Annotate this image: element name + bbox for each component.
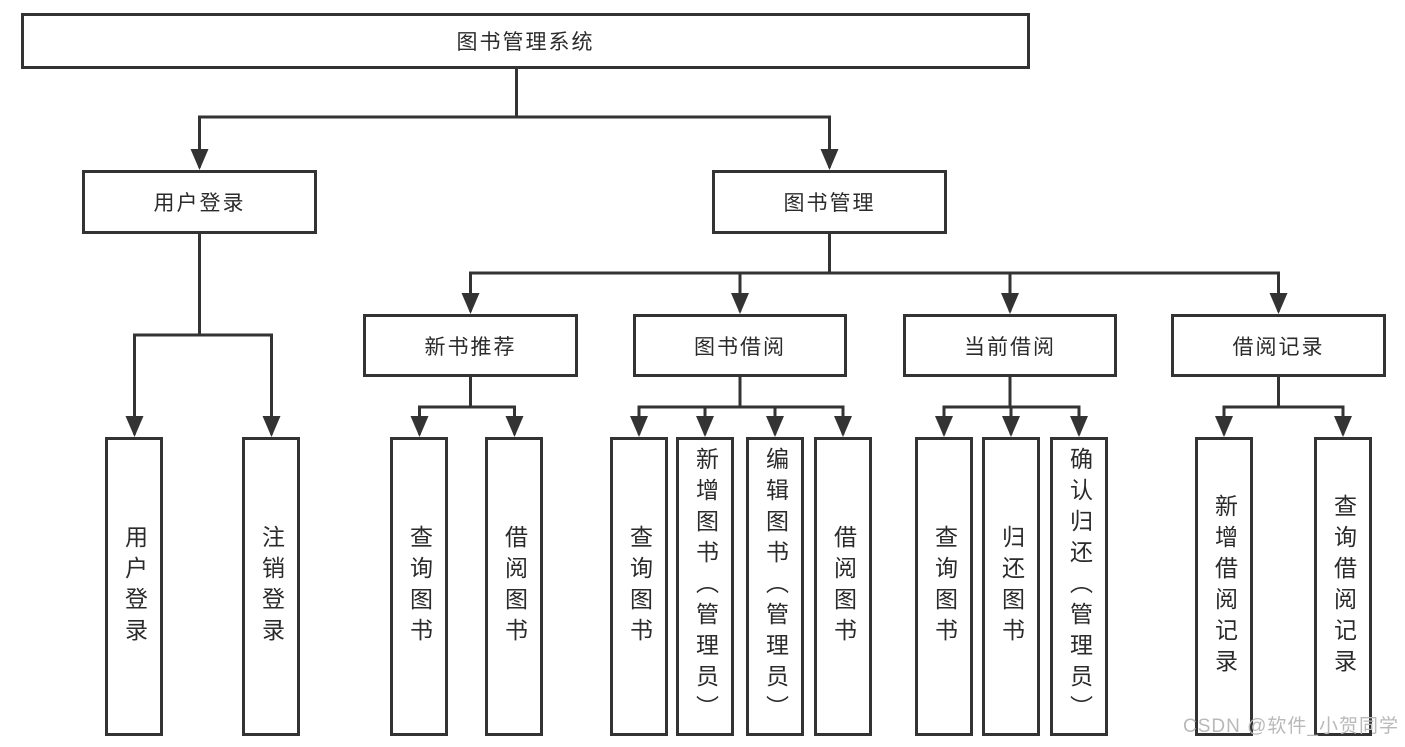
node-leaf-query-books-3: 查询图书 bbox=[915, 437, 973, 736]
node-current-borrow-label: 当前借阅 bbox=[964, 335, 1056, 359]
node-leaf-query-books-1: 查询图书 bbox=[390, 437, 448, 736]
node-leaf-query-borrow-record: 查询借阅记录 bbox=[1314, 437, 1372, 736]
node-borrow-record: 借阅记录 bbox=[1171, 314, 1386, 377]
node-leaf-query-books-3-label: 查询图书 bbox=[931, 524, 958, 649]
node-leaf-logout: 注销登录 bbox=[242, 437, 300, 736]
node-book-borrow-label: 图书借阅 bbox=[694, 335, 786, 359]
node-leaf-borrow-books-2: 借阅图书 bbox=[814, 437, 872, 736]
node-leaf-confirm-return-admin-label: 确认归还（管理员） bbox=[1066, 447, 1093, 726]
node-root: 图书管理系统 bbox=[21, 13, 1030, 69]
node-book-borrow: 图书借阅 bbox=[633, 314, 847, 377]
node-leaf-edit-book-admin-label: 编辑图书（管理员） bbox=[762, 447, 789, 726]
node-leaf-query-books-1-label: 查询图书 bbox=[406, 524, 433, 649]
node-leaf-return-book: 归还图书 bbox=[982, 437, 1040, 736]
node-leaf-borrow-books-1: 借阅图书 bbox=[485, 437, 543, 736]
node-user-login: 用户登录 bbox=[82, 170, 317, 234]
node-book-management: 图书管理 bbox=[712, 170, 947, 234]
node-leaf-user-login-label: 用户登录 bbox=[121, 524, 148, 649]
node-root-label: 图书管理系统 bbox=[456, 31, 595, 54]
node-leaf-borrow-books-2-label: 借阅图书 bbox=[830, 524, 857, 649]
node-leaf-logout-label: 注销登录 bbox=[258, 524, 285, 649]
node-leaf-add-book-admin-label: 新增图书（管理员） bbox=[692, 447, 719, 726]
node-new-book-recommendation-label: 新书推荐 bbox=[424, 335, 517, 359]
node-user-login-label: 用户登录 bbox=[153, 192, 246, 215]
node-leaf-return-book-label: 归还图书 bbox=[998, 524, 1025, 649]
node-leaf-borrow-books-1-label: 借阅图书 bbox=[501, 524, 528, 649]
node-leaf-add-book-admin: 新增图书（管理员） bbox=[676, 437, 734, 736]
node-current-borrow: 当前借阅 bbox=[903, 314, 1117, 377]
arrowhead-icons bbox=[125, 149, 1352, 437]
connector-lines bbox=[133, 66, 1345, 435]
node-leaf-confirm-return-admin: 确认归还（管理员） bbox=[1050, 437, 1108, 736]
node-new-book-recommendation: 新书推荐 bbox=[363, 314, 578, 377]
csdn-watermark: CSDN @软件_小贺同学 bbox=[1183, 716, 1399, 737]
node-leaf-query-books-2: 查询图书 bbox=[610, 437, 668, 736]
node-book-management-label: 图书管理 bbox=[783, 192, 876, 215]
node-leaf-add-borrow-record-label: 新增借阅记录 bbox=[1211, 493, 1238, 680]
node-leaf-edit-book-admin: 编辑图书（管理员） bbox=[746, 437, 804, 736]
node-leaf-add-borrow-record: 新增借阅记录 bbox=[1195, 437, 1253, 736]
node-borrow-record-label: 借阅记录 bbox=[1232, 335, 1325, 359]
node-leaf-query-borrow-record-label: 查询借阅记录 bbox=[1330, 493, 1357, 680]
node-leaf-query-books-2-label: 查询图书 bbox=[626, 524, 653, 649]
node-leaf-user-login: 用户登录 bbox=[105, 437, 163, 736]
